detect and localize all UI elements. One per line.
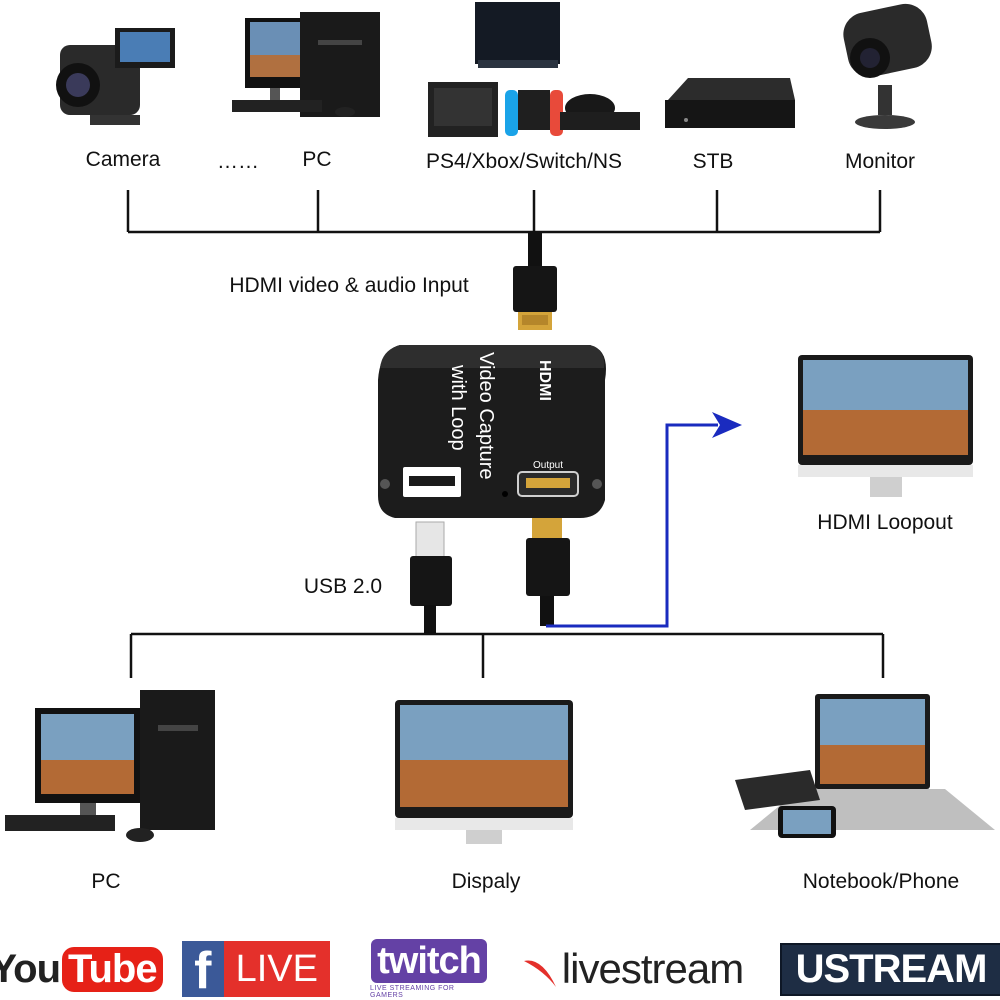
loopout-line xyxy=(546,412,742,628)
source-label-stb: STB xyxy=(692,150,734,173)
ustream-logo: USTREAM xyxy=(779,940,1000,998)
desktop-pc-icon xyxy=(5,690,215,842)
input-label: HDMI video & audio Input xyxy=(229,274,469,297)
youtube-logo: YouTube xyxy=(0,940,163,998)
usb-plug-icon xyxy=(410,521,452,635)
usb-label: USB 2.0 xyxy=(303,575,383,598)
device-title-line1: Video Capture xyxy=(475,352,497,480)
loopout-label: HDMI Loopout xyxy=(817,511,953,534)
output-label-notebook: Notebook/Phone xyxy=(802,870,960,893)
device-title-line2: with Loop xyxy=(447,364,469,451)
source-label-consoles: PS4/Xbox/Switch/NS xyxy=(425,150,623,173)
output-label-pc: PC xyxy=(91,870,121,893)
output-bus-lines xyxy=(129,626,885,678)
game-console-icon xyxy=(428,2,640,137)
monitor-icon xyxy=(798,355,973,497)
desktop-pc-icon xyxy=(232,12,380,117)
livestream-logo: livestream xyxy=(505,940,760,998)
twitch-logo: twitch LIVE STREAMING FOR GAMERS xyxy=(370,939,488,999)
video-camera-icon xyxy=(56,28,175,125)
security-camera-icon xyxy=(843,3,932,129)
set-top-box-icon xyxy=(665,78,795,128)
hdmi-plug-icon xyxy=(513,232,557,330)
output-port-label: Output xyxy=(533,460,563,471)
source-label-monitor: Monitor xyxy=(844,150,916,173)
tablet-icon xyxy=(735,770,820,810)
source-label-ellipsis: …… xyxy=(217,150,259,173)
source-label-pc: PC xyxy=(302,148,332,171)
source-label-camera: Camera xyxy=(85,148,161,171)
input-bus-lines xyxy=(126,190,882,234)
phone-icon xyxy=(778,806,836,838)
device-brand: HDMI xyxy=(536,360,553,401)
livestream-swoosh-icon xyxy=(523,960,556,987)
monitor-icon xyxy=(395,700,573,844)
capture-card-icon: HDMI Video Capture with Loop Output xyxy=(378,345,606,518)
hdmi-plug-icon xyxy=(526,518,570,626)
laptop-icon xyxy=(750,694,995,830)
output-label-display: Dispaly xyxy=(451,870,521,893)
